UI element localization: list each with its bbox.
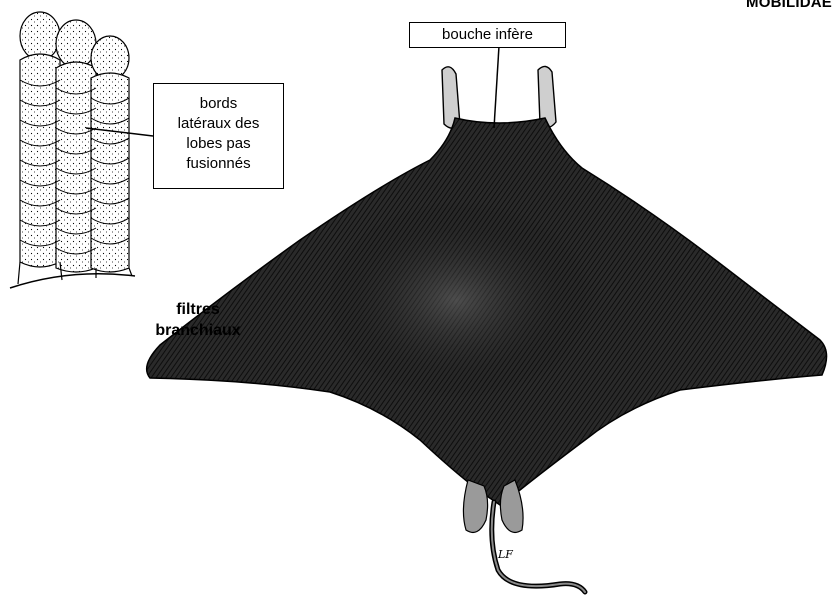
lobes-label-line-4: fusionnés — [154, 154, 283, 174]
mouth-label: bouche infère — [442, 26, 533, 43]
lobes-label-line-1: bords — [154, 94, 283, 114]
caption-line-2: branchiaux — [133, 320, 263, 341]
artist-signature: LF — [498, 548, 513, 561]
lobes-label-line-3: lobes pas — [154, 134, 283, 154]
caption-line-1: filtres — [133, 299, 263, 320]
lobes-label-line-2: latéraux des — [154, 114, 283, 134]
left-pelvic-fin — [463, 480, 487, 532]
mouth-label-box: bouche infère — [409, 22, 566, 48]
mouth-leader-line — [494, 46, 499, 128]
gill-filter-illustration — [10, 12, 135, 288]
gill-column-1 — [20, 12, 60, 267]
gill-column-3 — [91, 36, 129, 272]
lobes-label-box: bords latéraux des lobes pas fusionnés — [153, 83, 284, 189]
gill-filters-caption: filtres branchiaux — [133, 299, 263, 341]
family-title: MOBILIDAE — [746, 0, 832, 11]
